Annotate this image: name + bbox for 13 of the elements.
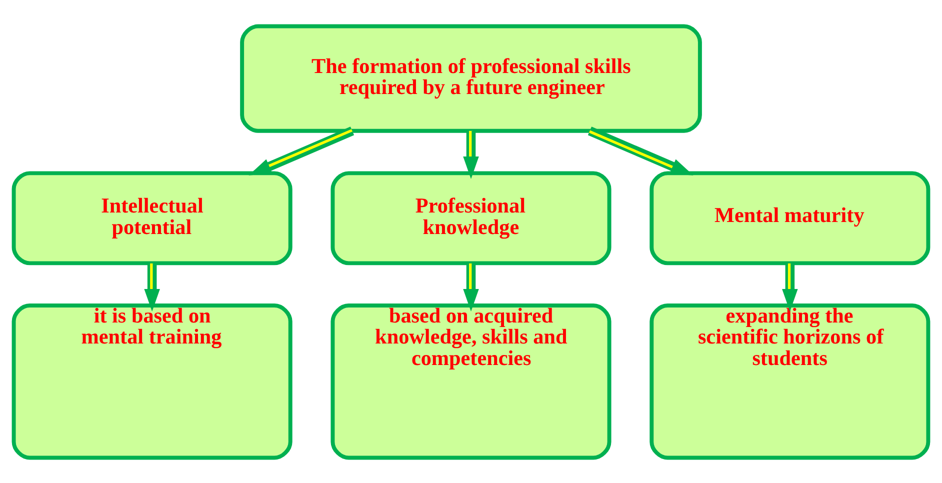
node-box: it is based on mental training (12, 303, 292, 460)
node-box: Intellectual potential (12, 170, 292, 265)
arrow (782, 262, 798, 311)
node-box: Professional knowledge (330, 170, 612, 265)
arrow (144, 262, 160, 311)
node-box: expanding the scientific horizons of students (650, 303, 930, 460)
arrow (463, 130, 479, 178)
node-box: Mental maturity (650, 170, 930, 265)
arrow (588, 126, 694, 175)
node-box: based on acquired knowledge, skills and competencies (330, 303, 612, 460)
arrow (463, 262, 479, 311)
arrow (248, 126, 354, 175)
node-box: The formation of professional skills required by a future engineer (240, 24, 702, 132)
